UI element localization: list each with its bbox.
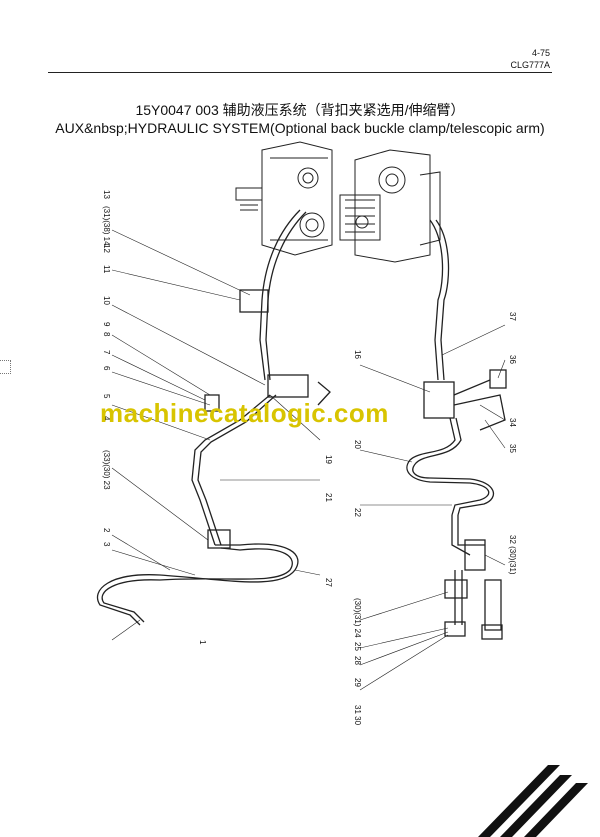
callout-8: 8 — [102, 332, 111, 337]
callout-2: 2 — [102, 528, 111, 533]
callout-16: 16 — [353, 350, 362, 359]
title-english: AUX&nbsp;HYDRAULIC SYSTEM(Optional back … — [55, 120, 545, 136]
callout-32: 32 (30)(31) — [508, 535, 517, 575]
callout-13: 13 — [102, 190, 111, 199]
callout-7: 7 — [102, 350, 111, 355]
callout-3: 3 — [102, 542, 111, 547]
callout-29: 29 — [353, 678, 362, 687]
callout-27: 27 — [324, 578, 333, 587]
callout-20: 20 — [353, 440, 362, 449]
callout-35: 35 — [508, 444, 517, 453]
callout-24: (30)(31) 24 — [353, 598, 362, 638]
left-hose-lines — [96, 209, 331, 626]
page-number: 4-75 — [531, 48, 550, 58]
callout-28: 28 — [353, 656, 362, 665]
callout-19: 19 — [324, 455, 333, 464]
callout-10: 10 — [102, 296, 111, 305]
callout-23: (33)(30) 23 — [102, 450, 111, 490]
callout-14: (31)(38) 14 — [102, 206, 111, 246]
left-leader-lines — [111, 229, 321, 641]
callout-labels: 13 (31)(38) 14 12 11 10 9 8 7 6 5 4 (33)… — [102, 190, 517, 726]
callout-37: 37 — [508, 312, 517, 321]
scan-edge-mark — [0, 360, 11, 374]
callout-5: 5 — [102, 394, 111, 399]
right-hose-lines — [406, 219, 507, 640]
callout-12: 12 — [102, 244, 111, 253]
watermark: machinecatalogic.com — [100, 398, 389, 428]
corner-stripe-decoration — [478, 765, 588, 837]
callout-11: 11 — [102, 265, 111, 274]
callout-31-30: 31 30 — [353, 705, 362, 726]
right-leader-lines — [359, 324, 506, 691]
header-divider — [48, 72, 552, 73]
callout-6: 6 — [102, 366, 111, 371]
callout-4: 4 — [102, 416, 111, 421]
callout-21: 21 — [324, 493, 333, 502]
callout-25: 25 — [353, 642, 362, 651]
title-chinese: 15Y0047 003 辅助液压系统（背扣夹紧选用/伸缩臂） — [135, 102, 465, 118]
callout-36: 36 — [508, 355, 517, 364]
left-frame-assembly — [235, 141, 333, 256]
right-pump-assembly — [339, 149, 441, 263]
callout-1: 1 — [198, 640, 207, 645]
callout-34: 34 — [508, 418, 517, 427]
callout-9: 9 — [102, 322, 111, 327]
callout-22: 22 — [353, 508, 362, 517]
model-code: CLG777A — [510, 60, 550, 70]
